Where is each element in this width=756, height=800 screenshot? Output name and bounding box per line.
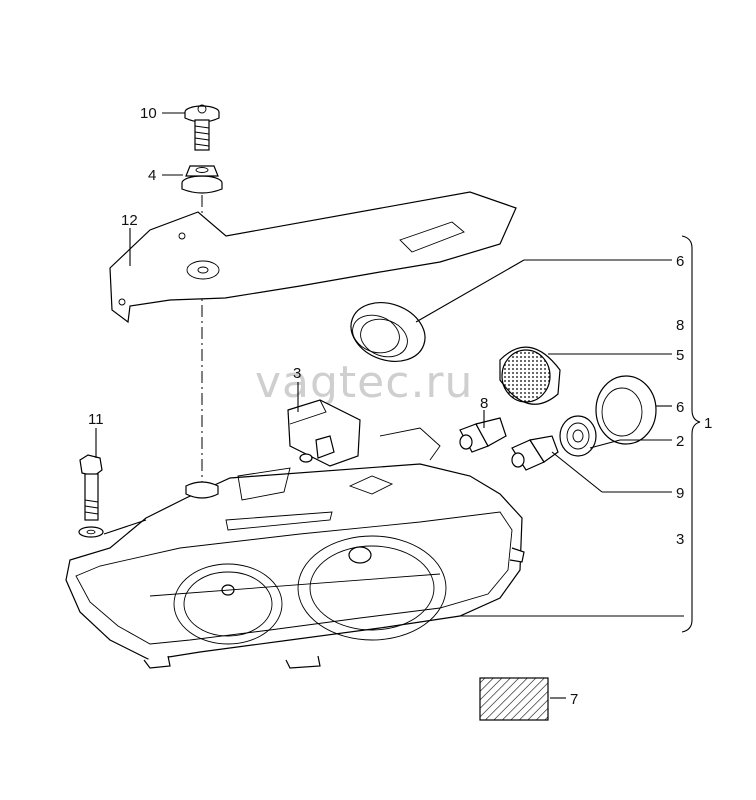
callout-5: 5 [676, 347, 684, 364]
callout-3-motor: 3 [293, 365, 301, 382]
cap-part-5 [499, 346, 561, 405]
callout-6-upper: 6 [676, 253, 684, 270]
bulb-part-8 [459, 417, 507, 453]
group-brace [681, 235, 701, 633]
watermark: vagtec.ru [255, 357, 473, 408]
hatched-legend-box [479, 677, 549, 721]
motor-part-3 [287, 399, 361, 467]
callout-7: 7 [570, 691, 578, 708]
bolt-part-11 [78, 454, 104, 538]
leader-lines [95, 112, 684, 699]
callout-3-right: 3 [676, 531, 684, 548]
callout-8-bulb: 8 [480, 395, 488, 412]
callout-11: 11 [88, 411, 104, 428]
callout-labels: 10 4 12 11 3 8 6 8 5 6 1 2 9 3 7 [88, 105, 712, 708]
nut-part-4 [181, 165, 223, 194]
callout-2: 2 [676, 433, 684, 450]
screw-part-10 [184, 104, 220, 151]
holder-part-2 [559, 415, 597, 457]
callout-10: 10 [140, 105, 157, 122]
ring-part-6-lower [595, 375, 657, 445]
ring-part-6-upper [350, 302, 426, 362]
callout-4: 4 [148, 167, 156, 184]
bulb-part-9 [511, 435, 559, 471]
callout-12: 12 [121, 212, 138, 229]
callout-6-lower: 6 [676, 399, 684, 416]
callout-9: 9 [676, 485, 684, 502]
callout-1: 1 [704, 415, 712, 432]
headlight-housing [65, 427, 525, 669]
bracket-part-12 [109, 191, 517, 324]
callout-8-right: 8 [676, 317, 684, 334]
